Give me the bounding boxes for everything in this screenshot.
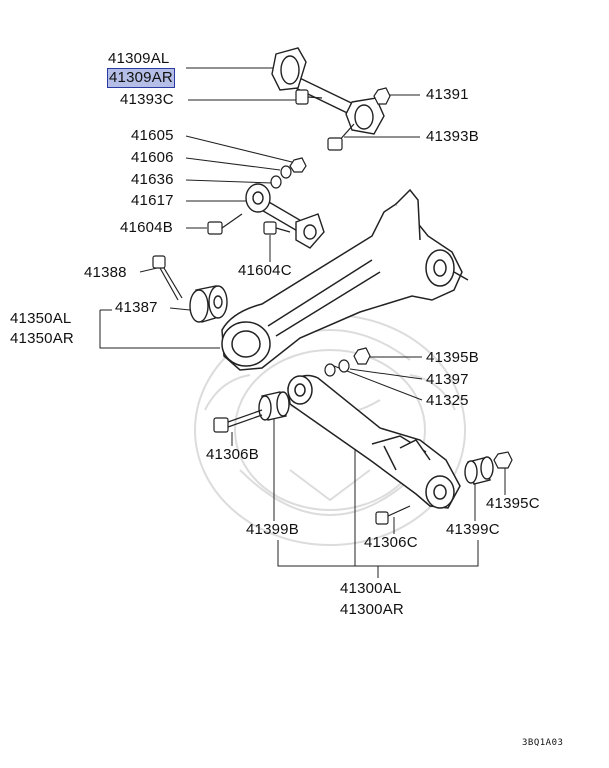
label-41309al[interactable]: 41309AL	[108, 50, 170, 67]
nut-41391	[373, 87, 391, 105]
bushing-41399c	[464, 456, 494, 485]
label-41605[interactable]: 41605	[131, 127, 174, 144]
label-41391[interactable]: 41391	[426, 86, 469, 103]
label-41604c[interactable]: 41604C	[238, 262, 292, 279]
leader-lines	[99, 67, 506, 578]
diagram-code: 3BQ1A03	[522, 738, 564, 748]
label-41300al[interactable]: 41300AL	[340, 580, 402, 597]
label-41397[interactable]: 41397	[426, 371, 469, 388]
label-41350ar[interactable]: 41350AR	[10, 330, 74, 347]
label-41393b[interactable]: 41393B	[426, 128, 479, 145]
toe-link-41617	[245, 183, 325, 249]
nut-41395b	[353, 347, 371, 365]
washer-41397	[338, 359, 350, 373]
label-41306c[interactable]: 41306C	[364, 534, 418, 551]
bolt-41306b	[213, 409, 263, 433]
bolt-41393b	[327, 123, 355, 151]
label-41300ar[interactable]: 41300AR	[340, 601, 404, 618]
bolt-41388	[152, 255, 183, 301]
bushing-41387	[189, 285, 228, 323]
label-41604b[interactable]: 41604B	[120, 219, 173, 236]
label-41395c[interactable]: 41395C	[486, 495, 540, 512]
label-41309ar[interactable]: 41309AR	[107, 68, 175, 88]
label-41306b[interactable]: 41306B	[206, 446, 259, 463]
label-41387[interactable]: 41387	[115, 299, 158, 316]
bolt-41393c	[295, 89, 323, 105]
nut-41395c	[493, 451, 513, 469]
label-41350al[interactable]: 41350AL	[10, 310, 72, 327]
label-41399c[interactable]: 41399C	[446, 521, 500, 538]
upper-arm-41309	[271, 47, 385, 135]
bushing-41399b	[258, 391, 290, 421]
lower-arm-41300	[287, 374, 461, 509]
trailing-arm-41350	[221, 188, 469, 371]
label-41393c[interactable]: 41393C	[120, 91, 174, 108]
label-41636[interactable]: 41636	[131, 171, 174, 188]
label-41606[interactable]: 41606	[131, 149, 174, 166]
washer-41325	[324, 363, 336, 377]
bolt-41306c	[375, 505, 411, 525]
washer-41606	[280, 165, 292, 179]
label-41395b[interactable]: 41395B	[426, 349, 479, 366]
nut-41605	[289, 157, 307, 173]
label-41617[interactable]: 41617	[131, 192, 174, 209]
bolt-41604b	[207, 213, 243, 235]
label-41325[interactable]: 41325	[426, 392, 469, 409]
washer-41636	[270, 175, 282, 189]
label-41388[interactable]: 41388	[84, 264, 127, 281]
bolt-41604c	[263, 221, 291, 235]
label-41399b[interactable]: 41399B	[246, 521, 299, 538]
